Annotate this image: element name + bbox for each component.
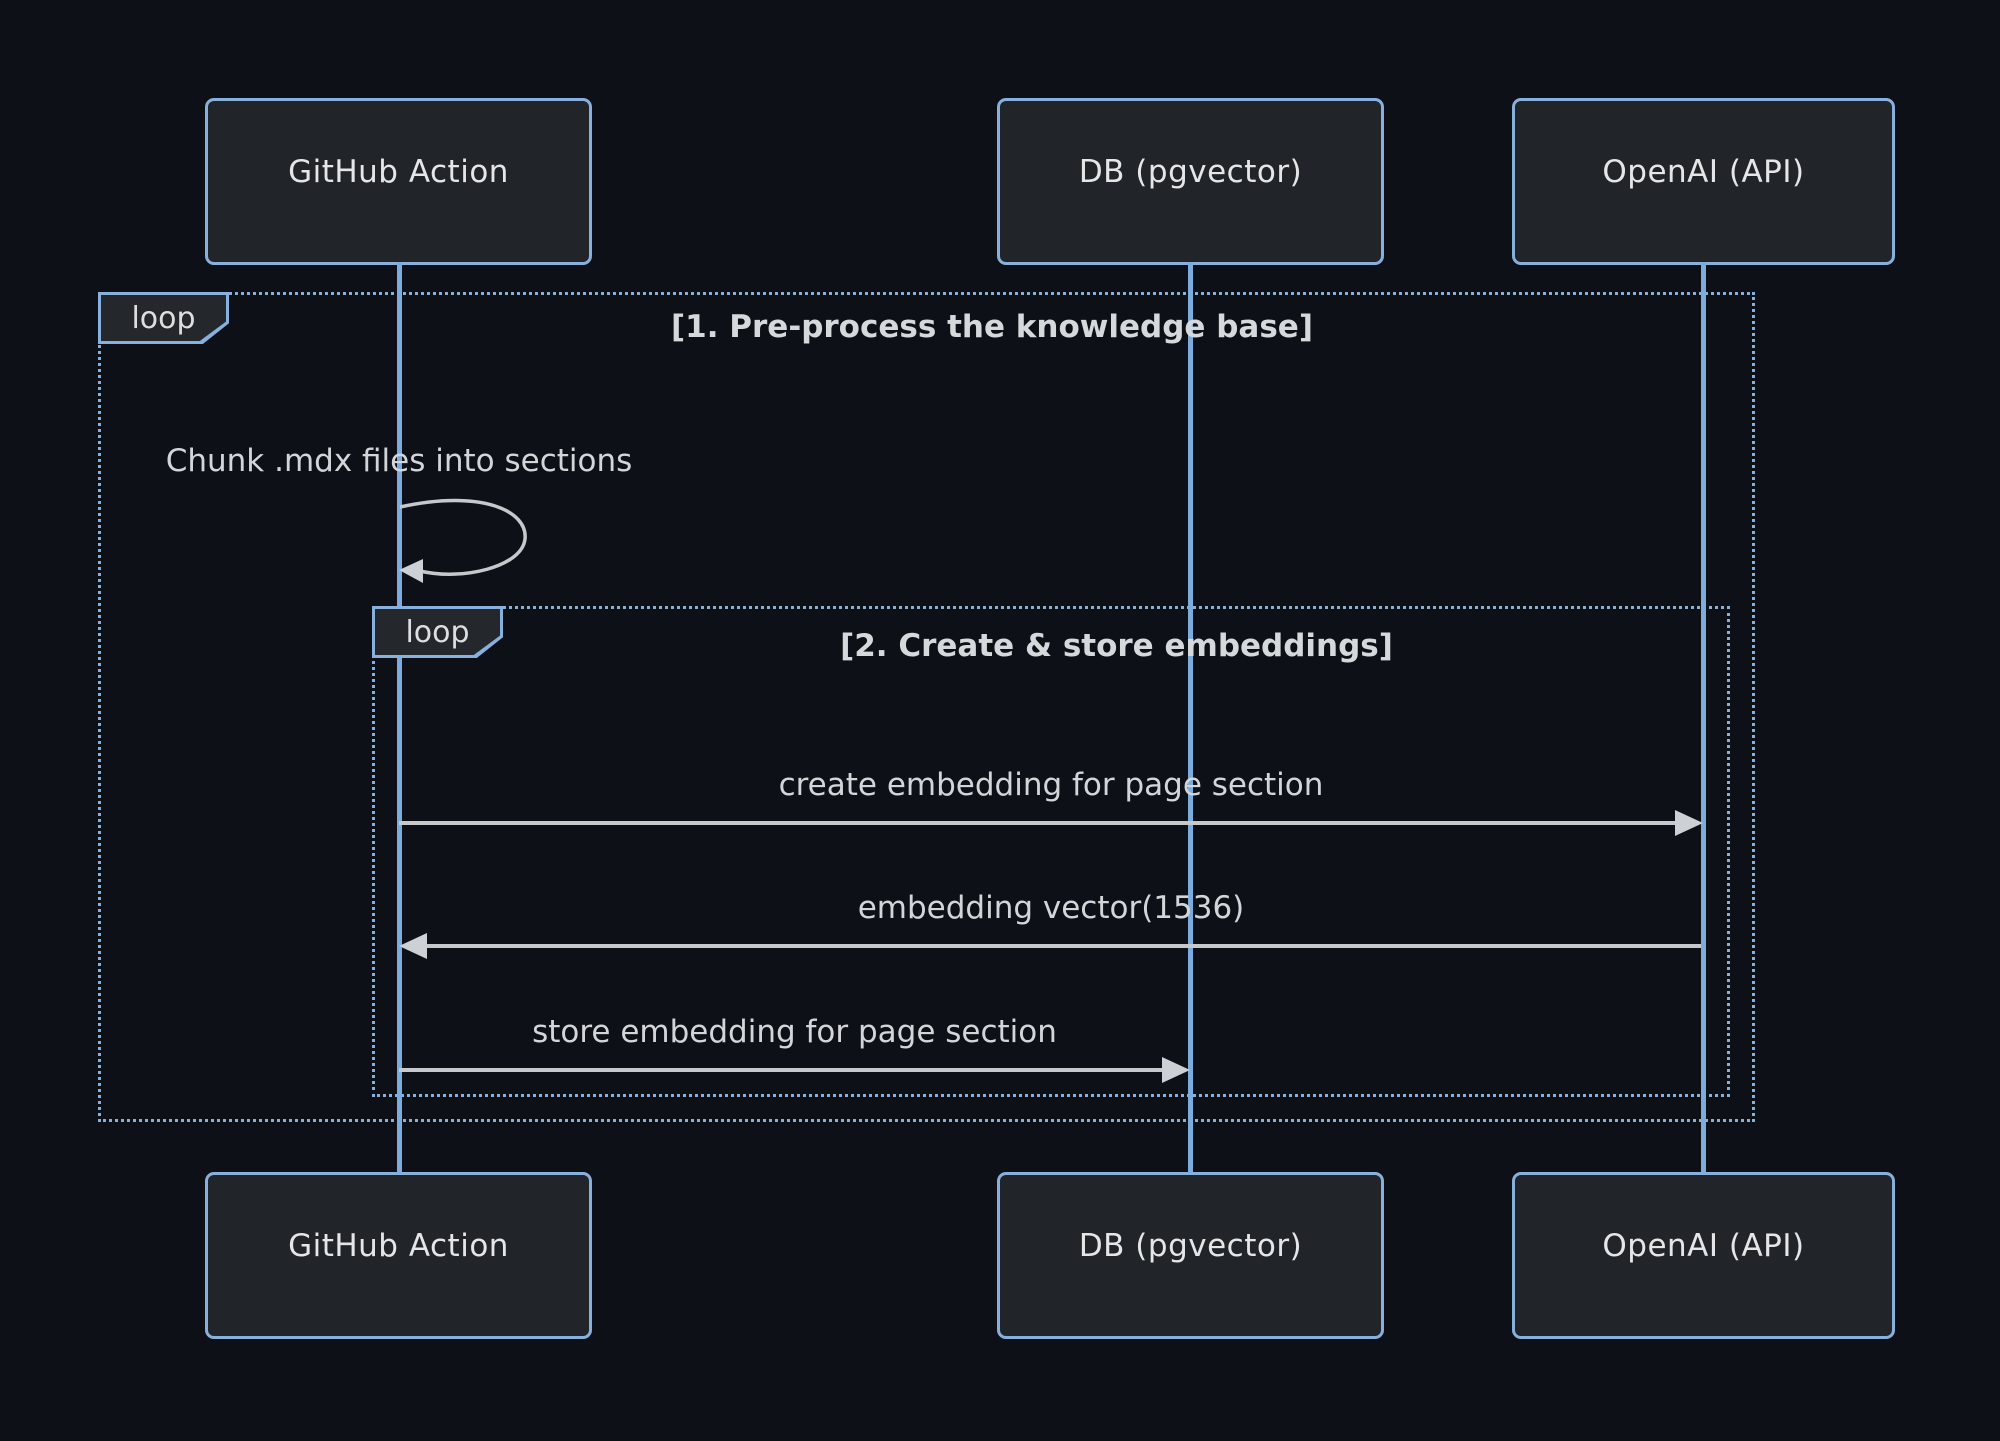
actor-bottom-db-pgvector: DB (pgvector)	[997, 1172, 1384, 1339]
loop-label-text: loop	[131, 300, 196, 336]
loop-label-outer: loop	[98, 292, 229, 344]
actor-top-db-pgvector: DB (pgvector)	[997, 98, 1384, 265]
actor-bottom-github-action: GitHub Action	[205, 1172, 592, 1339]
loop-label-text: loop	[405, 614, 470, 650]
actor-label: DB (pgvector)	[1078, 1227, 1303, 1264]
actor-label: GitHub Action	[288, 153, 509, 190]
message-text-create-embedding: create embedding for page section	[778, 767, 1324, 803]
message-text-chunk-mdx: Chunk .mdx files into sections	[165, 443, 633, 479]
arrow-line	[399, 1068, 1163, 1072]
loop-frame-outer	[98, 292, 1755, 1122]
arrow-line	[427, 944, 1701, 948]
actor-top-github-action: GitHub Action	[205, 98, 592, 265]
message-text-store-embedding: store embedding for page section	[532, 1014, 1057, 1050]
actor-label: DB (pgvector)	[1078, 153, 1303, 190]
message-text-embedding-vector: embedding vector(1536)	[857, 890, 1245, 926]
actor-label: GitHub Action	[288, 1227, 509, 1264]
arrow-line	[399, 821, 1675, 825]
loop-title-outer: [1. Pre-process the knowledge base]	[670, 309, 1313, 345]
actor-label: OpenAI (API)	[1602, 153, 1805, 190]
loop-title-inner: [2. Create & store embeddings]	[840, 628, 1393, 664]
actor-top-openai-api: OpenAI (API)	[1512, 98, 1895, 265]
actor-bottom-openai-api: OpenAI (API)	[1512, 1172, 1895, 1339]
arrowhead-left-icon	[399, 933, 427, 959]
lifeline-openai-api	[1701, 262, 1706, 1173]
loop-frame-inner	[372, 606, 1730, 1097]
actor-label: OpenAI (API)	[1602, 1227, 1805, 1264]
arrowhead-right-icon	[1675, 810, 1703, 836]
loop-label-inner: loop	[372, 606, 503, 658]
lifeline-github-action	[397, 262, 402, 1173]
arrowhead-left-icon	[399, 559, 423, 583]
lifeline-db-pgvector	[1188, 262, 1193, 1173]
self-loop-arrow	[399, 498, 527, 583]
arrowhead-right-icon	[1162, 1057, 1190, 1083]
